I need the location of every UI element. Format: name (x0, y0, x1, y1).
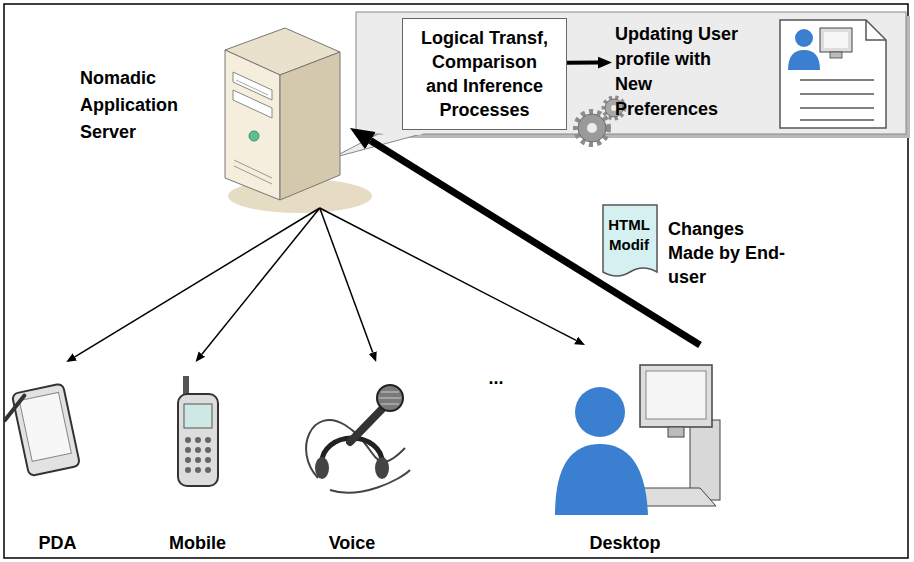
callout-bubble-part (356, 12, 906, 134)
server-icon-part (280, 52, 340, 200)
node-caption: Changes Made by End-user (668, 217, 788, 289)
mobile-phone-icon (178, 376, 218, 486)
node-label: PDA (10, 532, 105, 554)
user-profile-icon-part (866, 20, 886, 40)
mobile-phone-icon-part (178, 394, 218, 486)
voice-headset-microphone-icon-part (350, 408, 383, 442)
voice-headset-microphone-icon-part (375, 457, 389, 479)
ellipsis-label: ... (476, 368, 516, 389)
desktop-user-icon (555, 365, 720, 515)
keypad-key (185, 437, 191, 443)
voice-headset-microphone-icon-part (306, 420, 405, 478)
voice-headset-microphone-icon-part (381, 392, 399, 393)
html-document-icon-part (603, 205, 657, 276)
gears-icon-part (587, 123, 597, 133)
flow-arrow (567, 61, 598, 65)
user-profile-icon-part (780, 20, 886, 128)
keypad-key (185, 447, 191, 453)
gears-icon-part (576, 112, 608, 144)
keypad-key (205, 467, 211, 473)
desktop-user-icon-part (555, 444, 648, 515)
node-label: Voice (292, 532, 412, 554)
callout-bubble (332, 12, 910, 158)
html-modification-document: HTML Modif Changes Made by End-user (600, 205, 800, 305)
callout-bubble-part (381, 133, 424, 135)
user-profile-icon-part (800, 93, 874, 95)
voice-headset-microphone-icon-part (379, 398, 401, 399)
flow-arrow (75, 208, 320, 357)
desktop-user-icon-part (646, 371, 706, 419)
mobile-phone-icon-part (184, 404, 212, 428)
desktop-user-icon-part (668, 427, 684, 437)
flow-arrow (320, 208, 576, 340)
voice-headset-microphone-icon-part (381, 404, 399, 405)
desktop-user-icon-part (640, 365, 712, 427)
pda-icon-part (1, 396, 29, 421)
voice-headset-microphone-icon-part (315, 457, 329, 479)
keypad (185, 437, 211, 473)
user-profile-icon-part (830, 52, 842, 58)
keypad-key (195, 447, 201, 453)
flow-arrow (370, 141, 700, 345)
node-label: Desktop (580, 532, 670, 554)
node-label: Nomadic Application Server (80, 65, 215, 146)
voice-device: Voice (292, 362, 414, 558)
keypad-key (185, 467, 191, 473)
server-node: Nomadic Application Server (75, 20, 350, 208)
user-profile-icon-part (820, 28, 852, 52)
pda-device: PDA (10, 362, 107, 558)
keypad-key (195, 467, 201, 473)
server-icon-part (249, 131, 259, 141)
process-box: Logical Transf, Comparison and Inference… (402, 18, 567, 130)
pda-icon (0, 383, 80, 478)
frame-part (4, 4, 908, 558)
keypad-key (195, 437, 201, 443)
keypad-key (205, 457, 211, 463)
gears-icon-part (578, 114, 606, 142)
user-profile-icon (780, 20, 886, 128)
voice-headset-microphone-icon-part (377, 385, 403, 411)
user-profile-icon-part (824, 32, 848, 48)
mobile-device: Mobile (150, 362, 247, 558)
voice-headset-microphone-icon-part (330, 470, 410, 493)
server-icon-part (225, 50, 280, 200)
flow-arrow (320, 208, 373, 353)
server-icon-part (236, 80, 268, 95)
profile-node: Updating User profile with New Preferenc… (612, 16, 905, 132)
desktop-user-icon-part (575, 387, 625, 437)
node-label: Logical Transf, Comparison and Inference… (415, 26, 555, 122)
server-icon-part (234, 166, 272, 184)
flow-arrow (202, 208, 320, 354)
desktop-device: Desktop (550, 345, 725, 558)
user-profile-icon-part (795, 29, 813, 47)
frame (4, 4, 908, 558)
voice-headset-microphone-icon (306, 385, 410, 493)
node-label: Mobile (150, 532, 245, 554)
html-document-icon (603, 205, 657, 276)
keypad-key (205, 437, 211, 443)
user-profile-icon-part (800, 107, 874, 109)
keypad-key (205, 447, 211, 453)
node-label: Updating User profile with New Preferenc… (615, 22, 750, 122)
user-profile-icon-part (800, 119, 874, 121)
node-label: HTML Modif (603, 215, 655, 255)
user-profile-icon-part (788, 50, 820, 70)
server-icon (225, 28, 372, 213)
keypad-key (195, 457, 201, 463)
user-profile-icon-part (800, 79, 874, 81)
pda-icon-part (19, 392, 71, 461)
keypad-key (185, 457, 191, 463)
